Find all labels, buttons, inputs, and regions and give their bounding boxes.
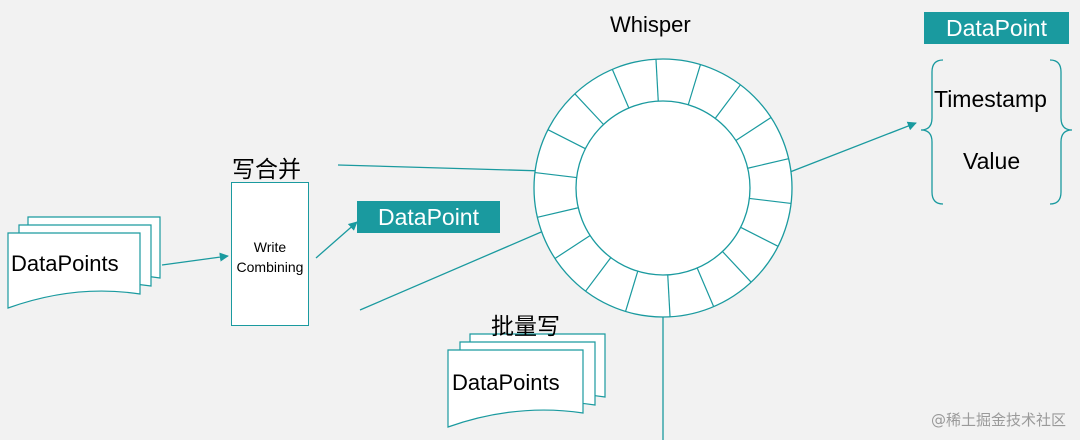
whisper-label: Whisper	[610, 12, 691, 37]
ring-spoke	[624, 271, 639, 312]
ring-spoke	[687, 64, 702, 105]
whisper-to-output-arrow	[789, 121, 917, 173]
left-datapoints-stack	[7, 216, 161, 309]
field-brace	[920, 59, 1073, 205]
ring-spoke	[722, 251, 752, 283]
stack-to-wc-arrow	[161, 252, 229, 266]
write-combining-box: Write Combining	[231, 182, 309, 326]
mid-datapoint-tag: DataPoint	[357, 201, 500, 233]
merge-label: 写合并	[232, 157, 301, 183]
bottom-stack-label: DataPoints	[452, 370, 560, 395]
ring-spoke	[749, 197, 792, 205]
wc-line-1: Write	[253, 239, 287, 255]
value-field: Value	[963, 148, 1021, 174]
ring-spoke	[537, 207, 579, 218]
ring-spoke	[554, 235, 591, 259]
ring-spoke	[547, 129, 586, 150]
bottom-datapoints-stack	[447, 333, 606, 428]
ring-spoke	[735, 117, 772, 141]
ring-spoke	[696, 267, 715, 307]
left-stack-label: DataPoints	[11, 251, 119, 276]
ring-spoke	[747, 158, 789, 169]
ring-spoke	[714, 84, 741, 119]
ring-spoke	[655, 59, 659, 102]
wc-line-2: Combining	[236, 259, 304, 275]
ring-spoke	[574, 93, 604, 125]
ring-spoke	[534, 171, 577, 179]
output-datapoint-tag: DataPoint	[924, 12, 1069, 44]
ring-spoke	[667, 274, 671, 317]
whisper-ring	[533, 58, 793, 318]
watermark: @稀土掘金技术社区	[930, 411, 1066, 429]
timestamp-field: Timestamp	[934, 86, 1047, 112]
ring-spoke	[585, 257, 612, 292]
batch-label: 批量写	[491, 314, 560, 340]
wc-to-datapoint-arrow	[315, 221, 358, 259]
ring-spoke	[740, 226, 779, 247]
ring-spoke	[611, 69, 630, 109]
